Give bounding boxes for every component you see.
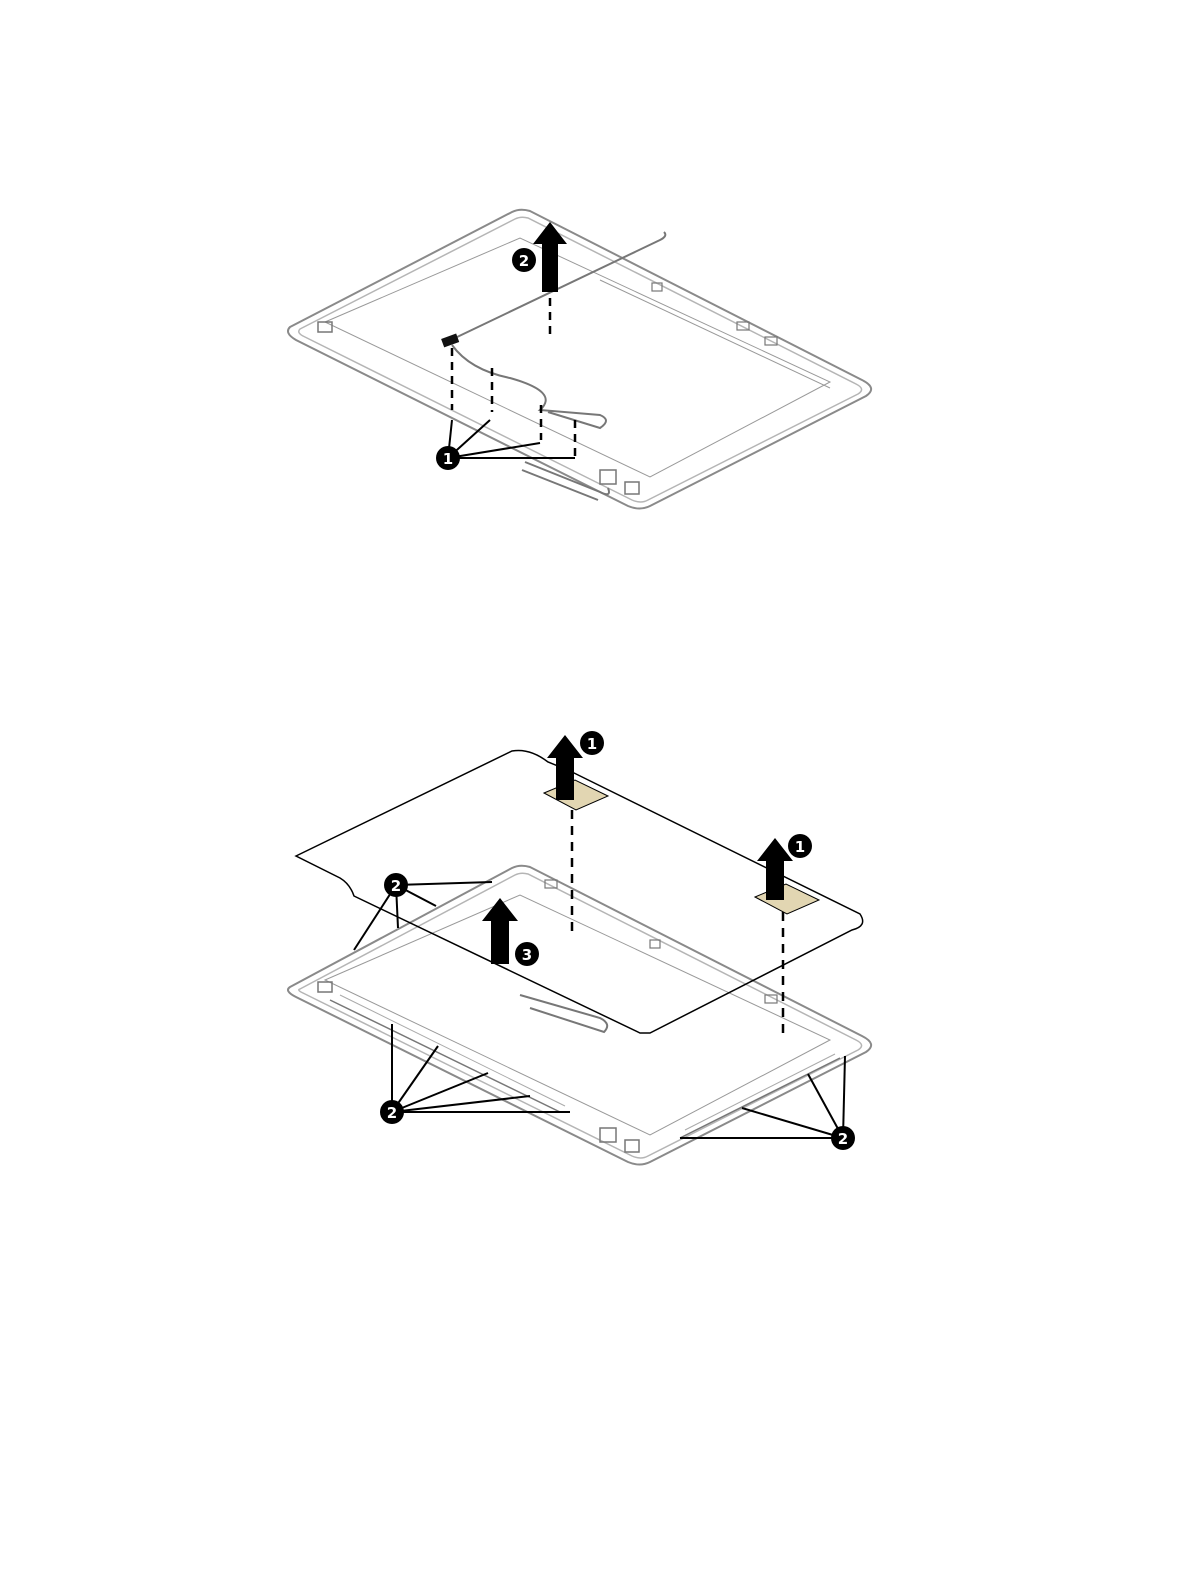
callout-2: 2	[380, 1100, 404, 1124]
callout-2: 2	[512, 248, 536, 272]
hinge-bottom-right	[625, 1140, 639, 1152]
display-cover-outer	[288, 210, 871, 509]
callout-2-label: 2	[838, 1130, 848, 1148]
callout-1-label: 1	[795, 838, 805, 856]
callout-1: 1	[580, 731, 604, 755]
callout-2-label: 2	[391, 877, 401, 895]
leader-line	[396, 882, 492, 885]
up-arrow-icon	[482, 898, 518, 964]
callout-1: 1	[788, 834, 812, 858]
adhesive-strip-edge	[340, 995, 565, 1106]
display-inner-edge	[325, 238, 830, 477]
callout-1-label: 1	[587, 735, 597, 753]
leader-line	[843, 1056, 845, 1138]
diagram-figure-panel-removal: 1 1 3 2 2 2	[0, 720, 1189, 1200]
camera-cable	[455, 232, 665, 338]
adhesive-strip	[330, 1000, 560, 1112]
callout-3-label: 3	[522, 946, 532, 964]
callout-2-label: 2	[387, 1104, 397, 1122]
callout-2: 2	[831, 1126, 855, 1150]
panel-removal-illustration: 1 1 3 2 2 2	[0, 720, 1189, 1200]
cable-connector	[441, 334, 459, 348]
callout-1: 1	[436, 446, 460, 470]
diagram-figure-cable-removal: 1 2	[0, 190, 1189, 530]
hinge-bottom-right	[625, 482, 639, 494]
panel-line	[600, 280, 830, 388]
callout-2: 2	[384, 873, 408, 897]
hinge-left-top	[318, 982, 332, 992]
adhesive-strip-edge	[685, 1054, 835, 1130]
display-cable	[452, 345, 606, 428]
hinge-bottom-left	[600, 1128, 616, 1142]
bracket-top-2	[650, 940, 660, 948]
callout-3: 3	[515, 942, 539, 966]
bracket-top-1	[652, 283, 662, 291]
display-cover-inner	[299, 217, 862, 502]
cable-removal-illustration: 1 2	[0, 190, 1189, 530]
leader-line	[742, 1108, 843, 1138]
display-cable	[520, 995, 607, 1032]
hinge-bottom-left	[600, 470, 616, 484]
adhesive-strip	[680, 1058, 840, 1138]
callout-1-label: 1	[443, 450, 453, 468]
hinge-left-top	[318, 322, 332, 332]
callout-2-label: 2	[519, 252, 529, 270]
